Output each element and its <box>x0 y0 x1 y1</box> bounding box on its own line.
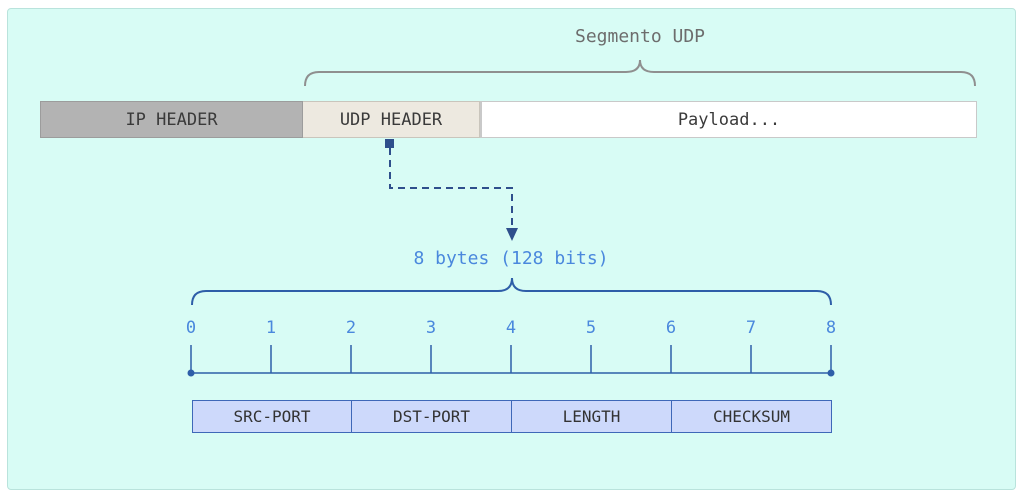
scale-tick-label: 6 <box>665 318 677 338</box>
ip-header-block: IP HEADER <box>40 101 303 138</box>
udp-header-block: UDP HEADER <box>303 101 480 138</box>
scale-end-dot <box>827 369 835 377</box>
scale-tick-label: 2 <box>345 318 357 338</box>
field-length: LENGTH <box>511 400 672 433</box>
bytes-brace <box>191 277 832 306</box>
dashed-connector <box>389 148 513 228</box>
scale-tick-label: 7 <box>745 318 757 338</box>
connector-start-marker <box>385 139 394 148</box>
field-src-port: SRC-PORT <box>192 400 352 433</box>
segment-label: Segmento UDP <box>574 26 706 47</box>
scale-tick-label: 5 <box>585 318 597 338</box>
byte-scale <box>190 345 832 374</box>
scale-start-dot <box>187 369 195 377</box>
scale-tick-label: 1 <box>265 318 277 338</box>
size-label: 8 bytes (128 bits) <box>413 248 609 269</box>
segment-brace <box>304 59 976 87</box>
payload-block: Payload... <box>480 101 977 138</box>
field-checksum: CHECKSUM <box>671 400 832 433</box>
connector-arrowhead <box>506 228 518 241</box>
scale-tick-label: 3 <box>425 318 437 338</box>
scale-tick-label: 0 <box>185 318 197 338</box>
field-dst-port: DST-PORT <box>351 400 512 433</box>
scale-tick-label: 8 <box>825 318 837 338</box>
scale-tick-label: 4 <box>505 318 517 338</box>
